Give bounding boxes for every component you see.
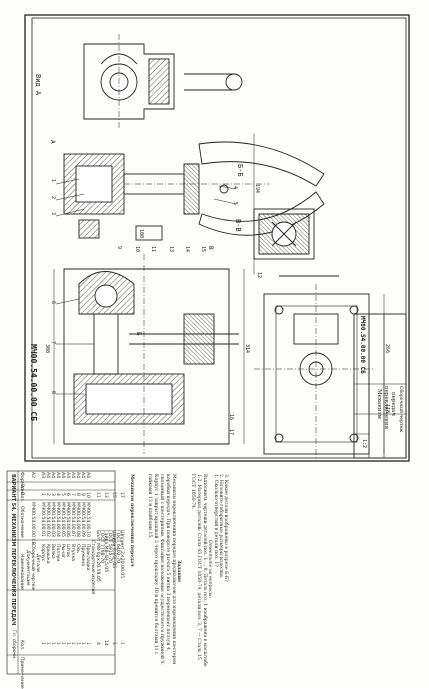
- specification-block: ВАРИАНТ 54. МЕХАНИЗМ ПЕРЕКЛЮЧЕНИЯ ПЕРЕДА…: [6, 470, 228, 689]
- spec-row-15-qty: 1: [111, 642, 116, 645]
- assembly-drawing-sheet: МЧ00.54.00.00 СБ Вид А Б-Б В-В А Б В 308…: [24, 14, 422, 676]
- spec-col-designation: Обозначение: [19, 506, 24, 538]
- dim-266: 266: [384, 344, 390, 354]
- balloon-1: 1: [50, 179, 56, 183]
- spec-header-variant: ВАРИАНТ 54. МЕХАНИЗМ ПЕРЕКЛЮЧЕНИЯ ПЕРЕДА…: [10, 474, 16, 626]
- title-block-code: МЧ00.54.00.00 СБ: [359, 316, 366, 374]
- title-block-name-4: Сборочный чертеж: [398, 386, 403, 433]
- dim-314: 314: [244, 344, 250, 354]
- view-a-label: Вид А: [34, 74, 42, 96]
- spec-row-0-code: МЧ00.54.00.00 СБ: [30, 502, 35, 545]
- balloon-13: 13: [168, 246, 174, 253]
- dimension-lines: [53, 134, 385, 454]
- balloon-10: 10: [134, 246, 140, 253]
- balloon-11: 11: [150, 246, 156, 253]
- sheet-inner-border: [31, 17, 407, 459]
- spec-header-right: Гл. сборочн.: [11, 630, 16, 660]
- spec-row-10: А4: [85, 472, 90, 479]
- balloon-9: 9: [116, 246, 122, 250]
- spec-col-pos: Поз.: [19, 492, 24, 503]
- dim-194: 194: [254, 184, 260, 194]
- spec-row-10-qty: 1: [85, 642, 90, 645]
- sheet-border: [24, 14, 410, 462]
- balloon-12: 12: [256, 272, 262, 279]
- spec-description: Механизм переключения передач предназнач…: [147, 474, 176, 665]
- title-block-name-3: передач: [390, 392, 396, 416]
- balloon-7: 7: [50, 341, 56, 345]
- spec-col-name: Наименование: [19, 554, 24, 590]
- title-block-name-1: Механизм: [376, 389, 382, 419]
- balloon-6: 6: [50, 301, 56, 305]
- spec-row-10-code: МЧ00.54.00.10: [85, 502, 90, 537]
- spec-description-title: Механизм переключения передач: [129, 474, 134, 567]
- balloon-4: 4: [232, 186, 238, 190]
- spec-row-13-pos: 13: [103, 492, 108, 498]
- stamp-code-left: МЧ00.54.00.00 СБ: [29, 344, 38, 422]
- top-view: [254, 284, 374, 459]
- section-bb-label: Б-Б: [236, 164, 244, 177]
- spec-task-text: Выполнить чертежи деталей поз. 1 ... 8. …: [190, 474, 207, 667]
- balloon-3: 3: [50, 212, 56, 216]
- spec-row-13-qty: 14: [103, 640, 108, 646]
- spec-q3: 3. Какие детали изображены в разрезе Б-Б…: [223, 474, 228, 582]
- spec-row-11-pos: 11: [95, 492, 100, 498]
- assembly-drawing: [24, 14, 410, 462]
- title-block-name-2: переключения: [383, 386, 389, 430]
- balloon-17: 17: [228, 429, 234, 436]
- label-b: Б: [135, 332, 142, 336]
- spec-row-15-pos: 15: [111, 492, 116, 498]
- balloon-14: 14: [184, 246, 190, 253]
- section-v-v: [253, 208, 339, 277]
- title-block-scale: 1:2: [361, 439, 367, 449]
- balloon-16: 16: [228, 414, 234, 421]
- dim-100: 100: [138, 229, 144, 239]
- spec-row-17-name: Шплинт 2×20.00.05: [119, 530, 124, 579]
- spec-col-qty: Кол.: [19, 640, 24, 651]
- spec-row-11-qty: 4: [95, 642, 100, 645]
- label-v: В: [207, 246, 214, 250]
- label-a: А: [49, 140, 56, 144]
- leader-lines: [55, 178, 237, 395]
- specification-table: [6, 470, 116, 675]
- spec-row-17-pos: 17: [119, 492, 124, 498]
- spec-col-note: Приме-чание: [19, 657, 24, 689]
- dim-308: 308: [44, 344, 50, 354]
- main-front-view: [63, 254, 239, 454]
- section-vv-label: В-В: [234, 219, 242, 232]
- balloon-2: 2: [50, 196, 56, 200]
- spec-row-10-pos: 10: [85, 492, 90, 498]
- balloon-5: 5: [232, 202, 238, 206]
- balloon-8: 8: [50, 391, 56, 395]
- spec-row-17-qty: 1: [119, 642, 124, 645]
- spec-task-title: Задание: [176, 560, 181, 583]
- section-b-b: [63, 141, 325, 241]
- balloon-15: 15: [200, 246, 206, 253]
- spec-row-0-fmt: А2: [30, 472, 35, 479]
- view-a: [83, 34, 243, 129]
